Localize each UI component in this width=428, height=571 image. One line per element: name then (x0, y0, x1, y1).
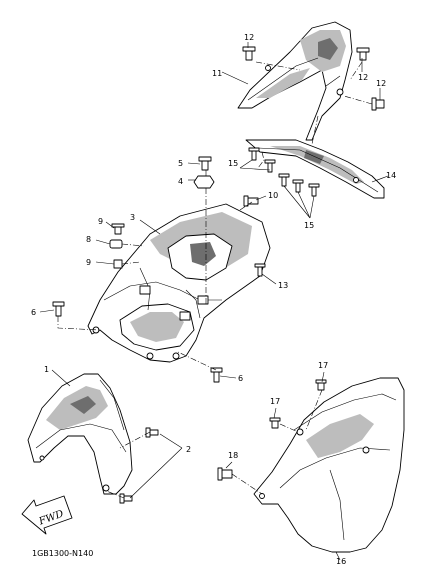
callout-15-right: 15 (304, 221, 314, 230)
front-mudguard-part (27, 373, 133, 495)
callout-8: 9 (98, 217, 103, 226)
callout-4: 4 (178, 177, 183, 186)
callout-18: 18 (228, 451, 238, 460)
bracket-part (245, 139, 385, 199)
callout-1: 1 (44, 365, 49, 374)
callout-10: 10 (268, 191, 278, 200)
callout-13: 13 (278, 281, 288, 290)
callout-9: 9 (86, 258, 91, 267)
callout-15-left: 15 (228, 159, 238, 168)
callout-6-right: 6 (238, 374, 243, 383)
grab-bar-part (237, 21, 353, 141)
callout-11: 11 (212, 69, 222, 78)
callout-6-left: 6 (31, 308, 36, 317)
callout-2: 2 (186, 445, 191, 454)
inner-panel-part (87, 203, 271, 363)
callout-12-far-right: 12 (376, 79, 386, 88)
diagram-code: 1GB1300-N140 (32, 549, 93, 558)
callout-5: 5 (178, 159, 183, 168)
callout-14: 14 (386, 171, 396, 180)
leader-lines (39, 42, 389, 561)
callout-17-lower: 17 (270, 397, 280, 406)
callout-16: 16 (336, 557, 346, 566)
callout-12-right: 12 (358, 73, 368, 82)
fasteners (52, 46, 385, 504)
callout-7: 8 (86, 235, 91, 244)
callout-17-upper: 17 (318, 361, 328, 370)
assembly-lines (57, 61, 373, 499)
callout-3: 3 (130, 213, 135, 222)
fwd-arrow: FWD (21, 495, 73, 535)
rear-hugger-part (253, 377, 405, 553)
callout-labels: 12 11 12 12 5 4 15 14 10 15 3 9 8 9 13 6… (31, 33, 396, 566)
callout-12-top: 12 (244, 33, 254, 42)
